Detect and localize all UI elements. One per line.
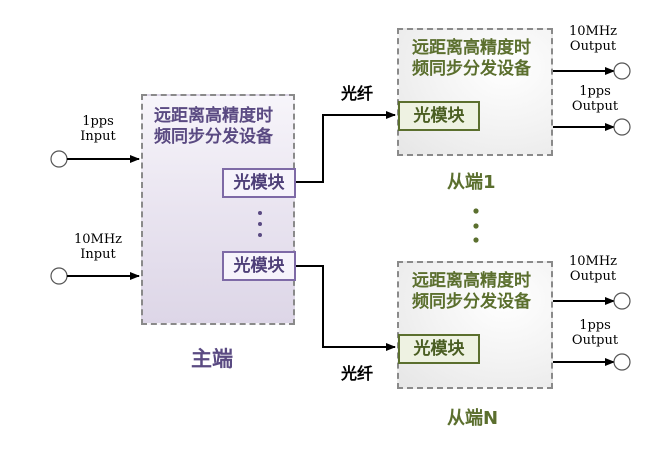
slave1-output-1pps-line2: Output bbox=[571, 99, 619, 114]
slave1-title: 远距离高精度时 频同步分发设备 bbox=[412, 38, 531, 80]
slave1-label: 从端1 bbox=[447, 172, 496, 193]
ellipsis-dot bbox=[473, 223, 479, 229]
fiber-link-1 bbox=[296, 111, 396, 183]
input-10mhz-label-line1: 10MHz bbox=[73, 232, 123, 247]
slave1-output-10mhz-line2: Output bbox=[569, 39, 617, 54]
slaven-output-1pps-label: 1pps Output bbox=[564, 318, 626, 348]
slave1-output-10mhz-line1: 10MHz bbox=[568, 24, 618, 39]
master-optical-module-1[interactable]: 光模块 bbox=[222, 168, 296, 198]
slaven-output-1pps-port[interactable] bbox=[613, 353, 631, 371]
master-label: 主端 bbox=[191, 347, 233, 371]
slaven-output-10mhz-port[interactable] bbox=[613, 292, 631, 310]
slave1-output-10mhz-label: 10MHz Output bbox=[562, 24, 624, 54]
fiber-label-1: 光纤 bbox=[341, 84, 374, 103]
master-device-box[interactable]: 远距离高精度时 频同步分发设备 光模块 光模块 bbox=[141, 94, 296, 325]
ellipsis-dot bbox=[473, 208, 479, 214]
slave1-title-line1: 远距离高精度时 bbox=[412, 38, 531, 58]
fiber-label-n: 光纤 bbox=[341, 364, 374, 383]
master-title: 远距离高精度时 频同步分发设备 bbox=[154, 106, 273, 148]
fiber-link-n bbox=[296, 265, 396, 351]
input-10mhz-label-line2: Input bbox=[80, 247, 116, 262]
slave1-device-box[interactable]: 远距离高精度时 频同步分发设备 光模块 bbox=[397, 28, 553, 156]
ellipsis-dot bbox=[473, 237, 479, 243]
master-module-ellipsis bbox=[258, 211, 262, 237]
slaven-title-line1: 远距离高精度时 bbox=[412, 271, 531, 291]
slave1-optical-module[interactable]: 光模块 bbox=[398, 101, 480, 131]
master-title-line2: 频同步分发设备 bbox=[154, 127, 273, 147]
slaven-label: 从端N bbox=[447, 408, 499, 429]
slave1-output-1pps-port[interactable] bbox=[613, 118, 631, 136]
input-1pps-label-line1: 1pps bbox=[82, 114, 114, 129]
input-10mhz-port[interactable] bbox=[50, 267, 68, 285]
slave1-output-1pps-line1: 1pps bbox=[579, 84, 611, 99]
slaven-output-10mhz-label: 10MHz Output bbox=[562, 254, 624, 284]
slaven-optical-module[interactable]: 光模块 bbox=[398, 334, 480, 364]
slaven-output-1pps-line2: Output bbox=[571, 333, 619, 348]
input-1pps-port[interactable] bbox=[50, 150, 68, 168]
slaven-title: 远距离高精度时 频同步分发设备 bbox=[412, 271, 531, 313]
master-optical-module-n[interactable]: 光模块 bbox=[222, 251, 296, 281]
slaven-title-line2: 频同步分发设备 bbox=[412, 292, 531, 312]
master-title-line1: 远距离高精度时 bbox=[154, 106, 273, 126]
slaven-output-1pps-line1: 1pps bbox=[579, 318, 611, 333]
slaven-output-10mhz-line1: 10MHz bbox=[568, 254, 618, 269]
slaven-output-10mhz-line2: Output bbox=[569, 269, 617, 284]
input-1pps-label-line2: Input bbox=[80, 129, 116, 144]
slaven-device-box[interactable]: 远距离高精度时 频同步分发设备 光模块 bbox=[397, 261, 553, 389]
slave1-output-10mhz-port[interactable] bbox=[613, 62, 631, 80]
slave1-title-line2: 频同步分发设备 bbox=[412, 59, 531, 79]
input-1pps-label: 1pps Input bbox=[70, 114, 126, 144]
input-10mhz-label: 10MHz Input bbox=[67, 232, 129, 262]
slave1-output-1pps-label: 1pps Output bbox=[564, 84, 626, 114]
